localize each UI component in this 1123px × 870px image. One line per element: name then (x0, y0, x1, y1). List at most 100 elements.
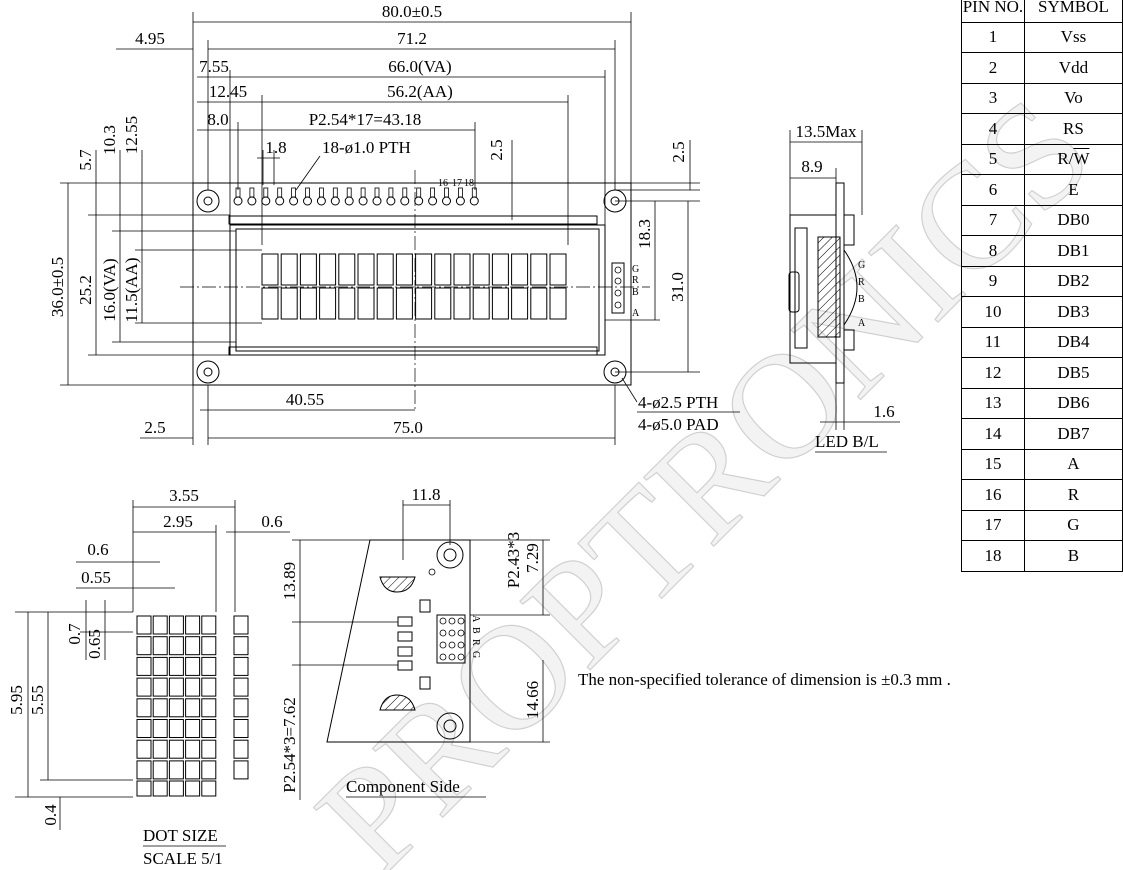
character-cell (472, 287, 490, 320)
side-view-caption: LED B/L (815, 432, 879, 451)
led-label-r: R (632, 275, 639, 286)
dot (136, 636, 152, 656)
dim-5-95: 5.95 (7, 685, 26, 715)
led-label-g: G (632, 264, 639, 275)
pin-symbol-cell: DB1 (1023, 235, 1123, 267)
dim-0-55: 0.55 (81, 568, 111, 587)
pin-symbol-cell: Vo (1023, 82, 1123, 114)
pin-number-cell: 18 (961, 540, 1025, 572)
pin-lead (305, 187, 310, 198)
character-cell (415, 253, 433, 286)
pin-lead (249, 187, 255, 198)
dim-25-2: 25.2 (76, 275, 95, 305)
bottom-dimensions: 40.55 2.5 75.0 4-ø2.5 PTH 4-ø5.0 PAD (140, 377, 740, 445)
pin-symbol-cell: A (1023, 448, 1123, 480)
pin-lead (430, 187, 436, 198)
underline-dot (136, 780, 152, 797)
pin-symbol-cell: R/W (1023, 143, 1123, 175)
dim-pin-holes: 18-ø1.0 PTH (322, 138, 411, 157)
pin-symbol-cell: B (1023, 540, 1123, 572)
dim-aa-offset: 12.45 (209, 82, 247, 101)
pin-pad (233, 196, 243, 206)
dot (185, 677, 201, 697)
side-led-g: G (858, 260, 865, 271)
pin-number-cell: 12 (961, 357, 1025, 389)
pin-pad (275, 196, 285, 206)
character-cell (395, 253, 413, 286)
dim-0-6: 0.6 (87, 540, 108, 559)
dim-va-height: 16.0(VA) (100, 258, 119, 321)
dot (185, 719, 201, 738)
dot (152, 636, 168, 656)
dim-7-29: 7.29 (523, 543, 542, 573)
dot (168, 656, 184, 676)
pad-label-r: R (470, 639, 481, 646)
pin-symbol-cell: DB6 (1023, 387, 1123, 419)
underline-dot (185, 780, 201, 797)
dim-max-thickness: 13.5Max (796, 122, 857, 141)
dot (201, 760, 217, 780)
pin-number-cell: 16 (961, 479, 1025, 511)
dim-2-95: 2.95 (163, 512, 193, 531)
pin-pad (247, 196, 257, 206)
cursor-dot (233, 698, 249, 718)
cursor-dot (233, 739, 249, 759)
dim-hole-span: 75.0 (393, 418, 423, 437)
dot-size-view: 3.55 2.95 0.6 0.6 0.55 5.95 5.55 0.7 0.6… (7, 486, 290, 868)
side-led-b: B (858, 294, 865, 305)
pin-pad (303, 196, 312, 206)
pin-symbol-cell: DB0 (1023, 204, 1123, 236)
dim-mount-holes: 4-ø2.5 PTH (638, 393, 718, 412)
dot (136, 615, 152, 635)
dot (185, 760, 201, 780)
side-led-r: R (858, 277, 865, 288)
character-cell (511, 287, 529, 320)
top-rail (228, 215, 598, 225)
character-cell (357, 253, 375, 286)
dim-mount-pads: 4-ø5.0 PAD (638, 415, 719, 434)
dot (136, 698, 152, 718)
pin-number-cell: 14 (961, 418, 1025, 450)
dot (168, 760, 184, 780)
dot (201, 739, 217, 759)
character-cell (415, 287, 433, 320)
pin-lead (374, 187, 380, 198)
pin-symbol-cell: RS (1023, 113, 1123, 145)
pin-lead (457, 187, 463, 198)
pin-symbol-cell: G (1023, 509, 1123, 541)
character-cell (376, 287, 394, 320)
pin-number-cell: 15 (961, 448, 1025, 480)
component-pads (439, 617, 465, 661)
pin-symbol-cell: Vss (1023, 21, 1123, 53)
pin-pad (261, 196, 271, 206)
pin-symbol-cell: Vdd (1023, 52, 1123, 84)
character-cell (261, 287, 279, 320)
dot (201, 656, 217, 676)
pin-symbol-cell: R (1023, 479, 1123, 511)
dot (201, 677, 217, 697)
pin-symbol-cell: DB3 (1023, 296, 1123, 328)
pin-symbol-cell: E (1023, 174, 1123, 206)
led-label-a: A (632, 308, 640, 319)
dot (152, 677, 168, 697)
pad-label-b: B (470, 627, 481, 634)
character-cell (338, 253, 356, 286)
pin-lead (263, 187, 269, 198)
bottom-rail (228, 346, 598, 356)
character-cell (319, 287, 337, 320)
character-cell (530, 253, 548, 286)
dim-5-55: 5.55 (28, 685, 47, 715)
dot-scale-caption: SCALE 5/1 (143, 849, 223, 868)
dim-11-8: 11.8 (411, 485, 440, 504)
dim-va-width: 66.0(VA) (388, 57, 451, 76)
character-cell (261, 253, 279, 286)
pin-pad (455, 196, 465, 206)
character-cell (280, 253, 298, 286)
pin-number-cell: 7 (961, 204, 1025, 236)
